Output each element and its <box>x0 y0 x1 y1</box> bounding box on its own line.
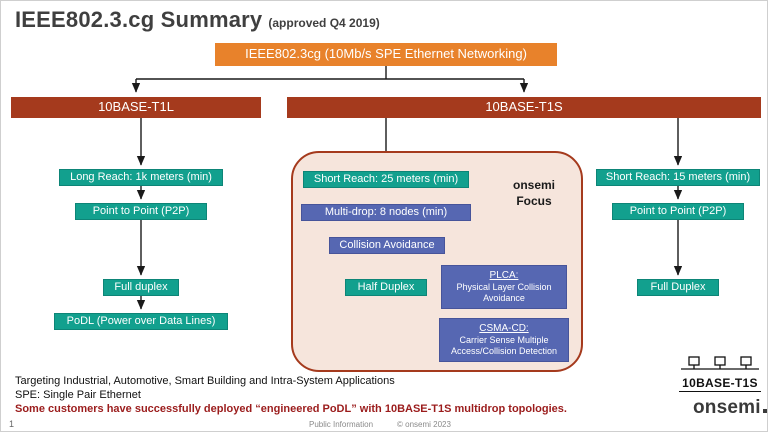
note-engineered-podl: Some customers have successfully deploye… <box>15 403 567 415</box>
onsemi-focus-label-line1: onsemi <box>512 178 555 192</box>
t1s-collision-avoidance-node: Collision Avoidance <box>329 237 445 254</box>
footer-classification: Public Information <box>309 420 374 429</box>
plca-title: PLCA: <box>489 269 519 281</box>
t1s-plca-node: PLCA: Physical Layer Collision Avoidance <box>441 265 567 309</box>
title-suffix: (approved Q4 2019) <box>268 16 380 30</box>
onsemi-logo: onsemi <box>693 397 767 419</box>
t1l-podl-node: PoDL (Power over Data Lines) <box>54 313 228 330</box>
branch-header-10base-t1s: 10BASE-T1S <box>287 97 761 118</box>
note-targeting: Targeting Industrial, Automotive, Smart … <box>15 375 395 387</box>
page-title: IEEE802.3.cg Summary (approved Q4 2019) <box>15 7 380 33</box>
note-spe: SPE: Single Pair Ethernet <box>15 389 141 401</box>
t1s-p2p-node: Point to Point (P2P) <box>612 203 744 220</box>
10base-t1s-logo: 10BASE-T1S <box>679 355 761 392</box>
10base-t1s-logo-text: 10BASE-T1S <box>679 376 761 392</box>
onsemi-focus-label: onsemi Focus <box>496 177 572 209</box>
t1l-full-duplex-node: Full duplex <box>103 279 179 296</box>
t1s-multidrop-node: Multi-drop: 8 nodes (min) <box>301 204 471 221</box>
t1s-short-reach-15-node: Short Reach: 15 meters (min) <box>596 169 760 186</box>
t1s-full-duplex-node: Full Duplex <box>637 279 719 296</box>
t1l-p2p-node: Point to Point (P2P) <box>75 203 207 220</box>
plca-line1: Physical Layer Collision <box>456 282 552 292</box>
root-node-ieee8023cg: IEEE802.3cg (10Mb/s SPE Ethernet Network… <box>215 43 557 66</box>
onsemi-focus-label-line2: Focus <box>516 194 552 209</box>
page-number: 1 <box>9 419 15 429</box>
title-text: IEEE802.3.cg Summary <box>15 7 263 32</box>
csma-title: CSMA-CD: <box>479 322 529 334</box>
footer-copyright: © onsemi 2023 <box>397 420 451 429</box>
t1s-short-reach-25-node: Short Reach: 25 meters (min) <box>303 171 469 188</box>
t1s-half-duplex-node: Half Duplex <box>345 279 427 296</box>
csma-line2: Access/Collision Detection <box>450 346 558 357</box>
multidrop-bus-icon <box>681 356 759 370</box>
plca-line2: Avoidance <box>483 293 525 304</box>
t1l-long-reach-node: Long Reach: 1k meters (min) <box>59 169 223 186</box>
csma-line1: Carrier Sense Multiple <box>459 335 549 345</box>
t1s-csma-cd-node: CSMA-CD: Carrier Sense Multiple Access/C… <box>439 318 569 362</box>
branch-header-10base-t1l: 10BASE-T1L <box>11 97 261 118</box>
